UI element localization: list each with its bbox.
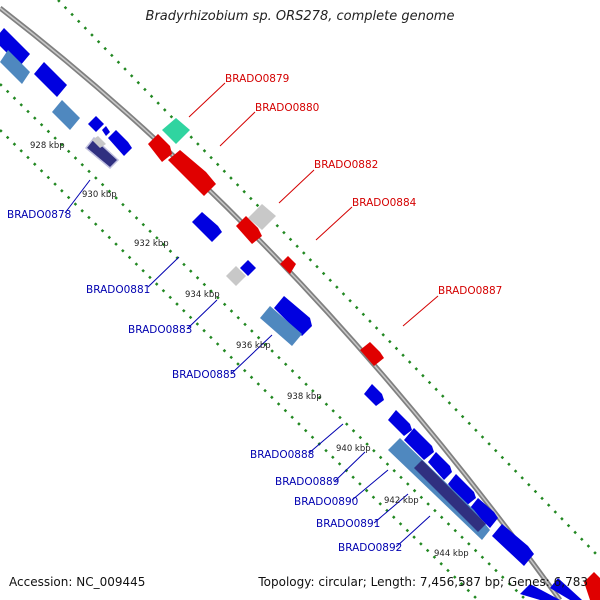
gene-arrow[interactable] xyxy=(360,342,384,366)
gene-label[interactable]: BRADO0884 xyxy=(352,197,417,209)
gene-arrow[interactable] xyxy=(92,136,106,148)
forward-gene-labels: BRADO0879 BRADO0880 BRADO0882 BRADO0884 … xyxy=(225,73,502,297)
kbp-label: 928 kbp xyxy=(30,141,65,151)
leader-line xyxy=(186,299,218,330)
gene-label[interactable]: BRADO0888 xyxy=(250,449,314,461)
kbp-label: 934 kbp xyxy=(185,290,220,300)
forward-strand-genes xyxy=(148,118,600,600)
leader-line xyxy=(188,82,226,118)
gene-arrow[interactable] xyxy=(260,306,302,346)
gene-arrow[interactable] xyxy=(448,474,476,506)
gene-arrow[interactable] xyxy=(102,126,110,136)
kbp-label: 930 kbp xyxy=(82,190,117,200)
gene-arrow[interactable] xyxy=(236,216,262,244)
kbp-label: 944 kbp xyxy=(434,549,469,559)
gene-label[interactable]: BRADO0878 xyxy=(7,209,71,221)
reverse-strand-genes xyxy=(0,28,582,600)
gene-arrow[interactable] xyxy=(0,50,30,84)
kbp-label: 936 kbp xyxy=(236,341,271,351)
leader-line xyxy=(351,469,389,501)
gene-arrow[interactable] xyxy=(52,100,80,130)
kbp-label: 942 kbp xyxy=(384,496,419,506)
reverse-leader-lines xyxy=(64,179,431,548)
gene-arrow[interactable] xyxy=(428,452,452,480)
gene-label[interactable]: BRADO0883 xyxy=(128,324,192,336)
outer-dotted-track xyxy=(57,0,600,559)
leader-line xyxy=(308,423,344,454)
reverse-gene-labels: BRADO0878 BRADO0881 BRADO0883 BRADO0885 … xyxy=(7,209,402,554)
gene-arrow[interactable] xyxy=(492,524,534,566)
leader-line xyxy=(278,169,315,204)
leader-line xyxy=(219,111,256,147)
gene-arrow[interactable] xyxy=(414,460,486,532)
gene-arrow[interactable] xyxy=(240,260,256,276)
gene-arrow[interactable] xyxy=(280,256,296,274)
gene-label[interactable]: BRADO0892 xyxy=(338,542,402,554)
kbp-labels: 928 kbp 930 kbp 932 kbp 934 kbp 936 kbp … xyxy=(30,141,469,559)
leader-line xyxy=(147,256,180,288)
leader-line xyxy=(315,206,353,241)
genome-title: Bradyrhizobium sp. ORS278, complete geno… xyxy=(145,9,455,24)
gene-label[interactable]: BRADO0882 xyxy=(314,159,378,171)
leader-line xyxy=(230,334,273,375)
leader-line xyxy=(395,515,431,548)
gene-arrow[interactable] xyxy=(470,498,498,528)
gene-label[interactable]: BRADO0879 xyxy=(225,73,289,85)
gene-label[interactable]: BRADO0880 xyxy=(255,102,319,114)
gene-label[interactable]: BRADO0881 xyxy=(86,284,150,296)
leader-line xyxy=(402,295,439,327)
gene-arrow[interactable] xyxy=(248,204,276,230)
gene-arrow[interactable] xyxy=(388,410,412,436)
gene-label[interactable]: BRADO0891 xyxy=(316,518,380,530)
kbp-label: 938 kbp xyxy=(287,392,322,402)
gene-arrow[interactable] xyxy=(364,384,384,406)
gene-arrow[interactable] xyxy=(520,584,560,600)
gene-arrow[interactable] xyxy=(226,266,246,286)
kbp-label: 932 kbp xyxy=(134,239,169,249)
gene-arrow[interactable] xyxy=(108,130,132,156)
forward-leader-lines xyxy=(188,82,439,327)
leader-line xyxy=(373,493,409,524)
gene-arrow[interactable] xyxy=(0,28,30,66)
pseudo-genes xyxy=(92,136,276,286)
gene-arrow[interactable] xyxy=(404,428,434,460)
gene-arrow-selected[interactable] xyxy=(84,136,120,170)
gene-arrow-selected[interactable] xyxy=(162,118,190,144)
gene-arrow[interactable] xyxy=(584,572,600,600)
leader-line xyxy=(334,451,366,482)
gene-arrow[interactable] xyxy=(192,212,222,242)
gene-arrow[interactable] xyxy=(168,150,216,196)
gene-arrow[interactable] xyxy=(148,134,172,162)
leader-line xyxy=(64,179,91,214)
gene-arrow[interactable] xyxy=(550,578,582,600)
topology-text: Topology: circular; Length: 7,456,587 bp… xyxy=(258,575,588,589)
gene-arrow[interactable] xyxy=(88,116,104,132)
gene-label[interactable]: BRADO0885 xyxy=(172,369,236,381)
kbp-label: 940 kbp xyxy=(336,444,371,454)
gene-arrow[interactable] xyxy=(34,62,67,97)
gene-label[interactable]: BRADO0890 xyxy=(294,496,358,508)
gene-label[interactable]: BRADO0889 xyxy=(275,476,339,488)
gene-label[interactable]: BRADO0887 xyxy=(438,285,502,297)
gene-arrow[interactable] xyxy=(274,296,312,336)
accession-text: Accession: NC_009445 xyxy=(9,575,146,589)
